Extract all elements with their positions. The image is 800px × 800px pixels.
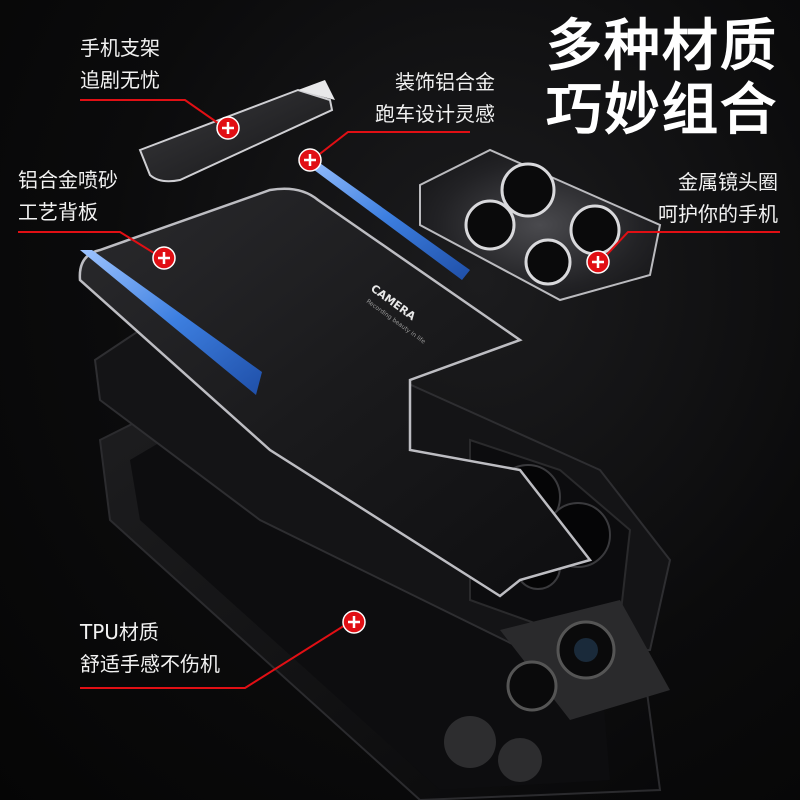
callout-stand-desc: 追剧无忧 <box>80 68 160 92</box>
callout-trim: 装饰铝合金 跑车设计灵感 <box>375 66 495 130</box>
callout-tpu-desc: 舒适手感不伤机 <box>80 652 220 676</box>
plus-marker-tpu[interactable] <box>342 610 366 634</box>
callout-backplate-title: 铝合金喷砂 <box>18 168 118 192</box>
callout-lens-ring: 金属镜头圈 呵护你的手机 <box>658 166 778 230</box>
plus-marker-lens-ring[interactable] <box>586 250 610 274</box>
plus-marker-trim[interactable] <box>298 148 322 172</box>
callout-leader-lines <box>18 99 780 689</box>
callout-backplate: 铝合金喷砂 工艺背板 <box>18 164 118 228</box>
plus-marker-backplate[interactable] <box>152 246 176 270</box>
callout-tpu-title: TPU材质 <box>80 620 159 644</box>
callout-stand-title: 手机支架 <box>80 36 160 60</box>
callout-lens-ring-desc: 呵护你的手机 <box>658 202 778 226</box>
callout-trim-desc: 跑车设计灵感 <box>375 102 495 126</box>
blue-aluminum-trim <box>80 156 470 395</box>
plus-marker-stand[interactable] <box>216 116 240 140</box>
callout-tpu: TPU材质 舒适手感不伤机 <box>80 616 220 680</box>
metal-lens-ring <box>419 148 662 302</box>
callout-lens-ring-title: 金属镜头圈 <box>678 170 778 194</box>
callout-backplate-desc: 工艺背板 <box>18 200 98 224</box>
headline-line-2: 巧妙组合 <box>546 78 778 143</box>
callout-trim-title: 装饰铝合金 <box>395 70 495 94</box>
aluminum-back-plate <box>78 187 593 598</box>
headline-line-1: 多种材质 <box>546 14 778 79</box>
phone-camera-module <box>444 600 670 782</box>
callout-stand: 手机支架 追剧无忧 <box>80 32 160 96</box>
